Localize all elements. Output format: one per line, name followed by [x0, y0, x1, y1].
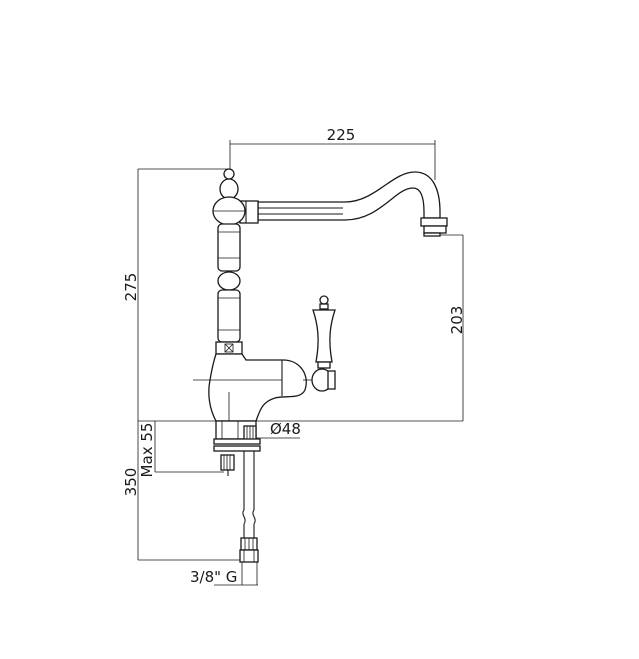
underdeck-fittings	[213, 420, 261, 476]
dimension-label-hose-length: 350	[122, 468, 140, 497]
dimension-label-overall-height: 275	[122, 273, 140, 302]
dimension-label-connection: 3/8" G	[190, 568, 237, 586]
dimension-label-hole-diameter: Ø48	[270, 420, 301, 438]
dimension-connection: 3/8" G	[190, 562, 258, 586]
supply-hose	[239, 451, 259, 563]
dimension-hole-diameter: Ø48	[255, 420, 301, 439]
dimension-label-spout-reach: 225	[327, 126, 356, 144]
dimension-hose-length: 350	[122, 421, 240, 561]
dimension-spout-height: 203	[440, 234, 466, 421]
dimension-label-max-deck: Max 55	[138, 423, 156, 478]
lever-handle	[303, 295, 336, 392]
faucet-body-column	[193, 168, 307, 438]
spout	[239, 171, 448, 237]
dimension-max-deck: Max 55	[138, 421, 224, 477]
dimension-overall-height: 275	[122, 168, 228, 421]
dimension-spout-reach: 225	[229, 126, 436, 180]
dimension-label-spout-height: 203	[448, 306, 466, 335]
